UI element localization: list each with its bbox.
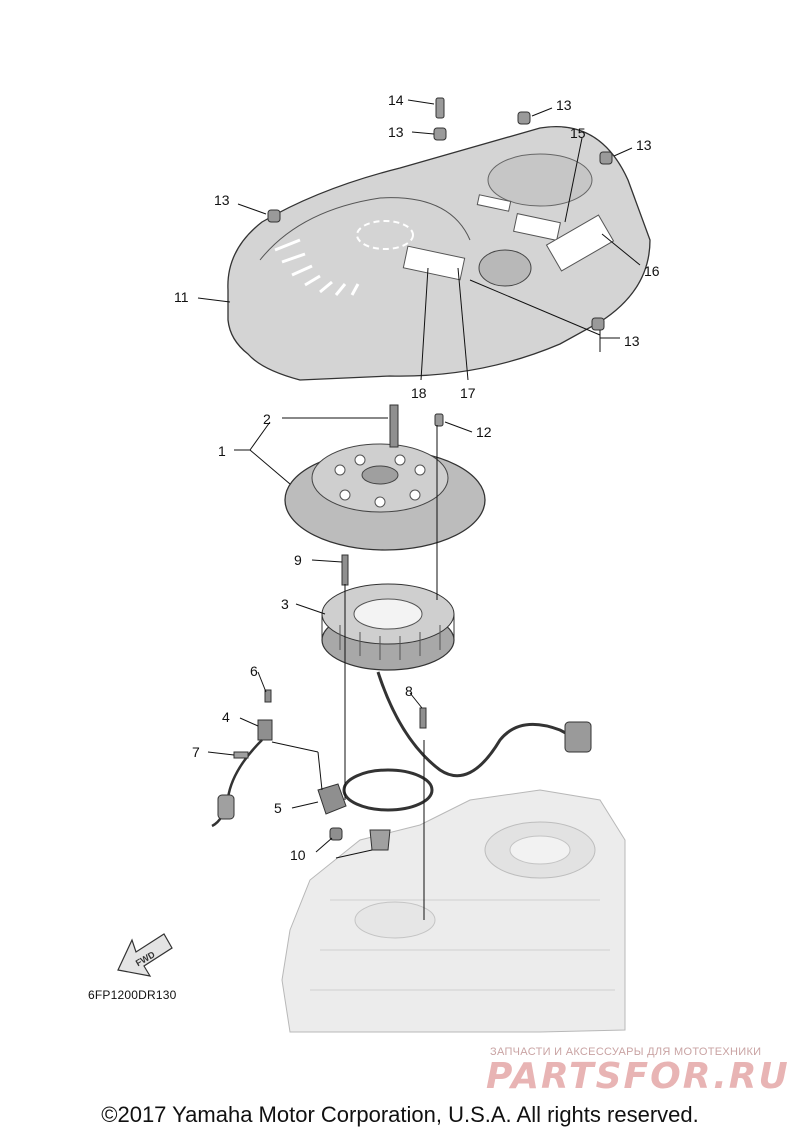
watermark-tagline: ЗАПЧАСТИ И АКСЕССУАРЫ ДЛЯ МОТОТЕХНИКИ: [490, 1046, 762, 1058]
watermark-brand: PARTSFOR.RU: [486, 1056, 790, 1097]
rotor-assembly: [284, 404, 486, 551]
callout-15: 15: [570, 125, 586, 141]
callout-4: 4: [222, 709, 230, 725]
callout-13e: 13: [624, 333, 640, 349]
pulser-coil-group: [211, 689, 434, 851]
callout-18: 18: [411, 385, 427, 401]
callout-17: 17: [460, 385, 476, 401]
callout-2: 2: [263, 411, 271, 427]
callout-labels: 14 13 13 15 13 13 11 16 13 18 17 2 12 1 …: [174, 92, 660, 863]
callout-13c: 13: [636, 137, 652, 153]
flywheel-cover: [227, 126, 651, 381]
callout-16: 16: [644, 263, 660, 279]
copyright-notice: ©2017 Yamaha Motor Corporation, U.S.A. A…: [101, 1102, 699, 1127]
cover-grommets: [267, 97, 613, 427]
stator-coil: [321, 554, 592, 778]
callout-13d: 13: [214, 192, 230, 208]
callout-12: 12: [476, 424, 492, 440]
callout-13b: 13: [556, 97, 572, 113]
leader-lines: [197, 99, 641, 920]
callout-14: 14: [388, 92, 404, 108]
callout-8: 8: [405, 683, 413, 699]
callout-10: 10: [290, 847, 306, 863]
callout-13a: 13: [388, 124, 404, 140]
fwd-arrow: FWD: [117, 933, 173, 977]
callout-1: 1: [218, 443, 226, 459]
callout-11: 11: [174, 289, 189, 305]
callout-9: 9: [294, 552, 302, 568]
callout-3: 3: [281, 596, 289, 612]
engine-block: [281, 789, 626, 1033]
callout-7: 7: [192, 744, 200, 760]
diagram-code: 6FP1200DR130: [88, 988, 177, 1002]
callout-6: 6: [250, 663, 258, 679]
callout-5: 5: [274, 800, 282, 816]
